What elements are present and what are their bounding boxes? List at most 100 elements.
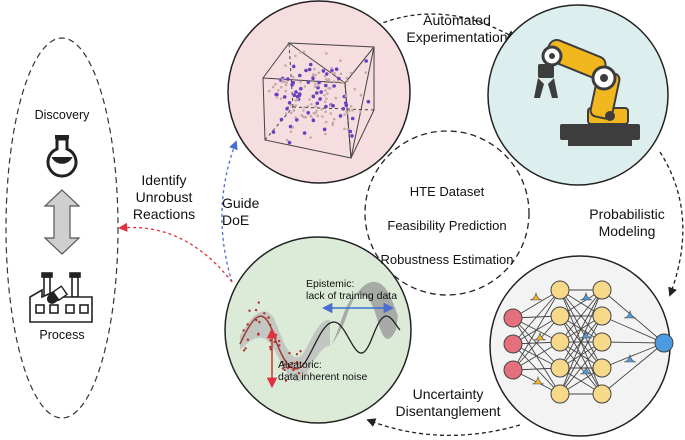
noise-point: [295, 353, 299, 356]
sample-point: [288, 124, 293, 129]
sample-point: [324, 89, 327, 92]
noise-point: [290, 366, 293, 369]
sample-point: [348, 129, 353, 134]
sample-point: [314, 111, 317, 115]
sample-point: [291, 75, 295, 79]
weight-distribution-glyph: [579, 329, 593, 339]
sample-point: [279, 117, 284, 122]
sample-point: [323, 74, 327, 78]
sample-point: [346, 128, 350, 131]
network-edge: [512, 315, 561, 371]
sample-point: [282, 95, 287, 99]
network-edge: [559, 289, 603, 395]
sample-point: [285, 138, 289, 142]
sample-point: [336, 80, 340, 83]
weight-distribution-glyph: [533, 331, 547, 341]
sample-point: [303, 106, 306, 109]
noise-point: [257, 333, 260, 336]
epistemic-line-1: Epistemic:: [306, 278, 355, 290]
uncertainty-disentanglement-label: Uncertainty Disentanglement: [388, 386, 508, 420]
sample-point: [344, 94, 348, 98]
sample-point: [315, 91, 319, 95]
aleatoric-line-1: Aleatoric:: [278, 359, 322, 371]
hidden-node: [550, 384, 570, 404]
sample-point: [289, 130, 293, 133]
aleatoric-line-2: data inherent noise: [278, 371, 368, 384]
sample-point: [359, 110, 362, 113]
hidden-node: [550, 358, 570, 378]
sample-point: [350, 134, 354, 138]
sample-point: [325, 52, 328, 55]
noise-point: [278, 339, 281, 343]
sample-point: [323, 100, 327, 104]
sample-point: [324, 83, 328, 88]
sample-point: [303, 85, 307, 88]
sample-point: [329, 86, 332, 90]
noise-point: [246, 338, 250, 341]
sample-point: [287, 140, 292, 145]
noise-point: [281, 367, 284, 370]
sample-point: [311, 94, 316, 99]
hidden-node: [592, 306, 612, 326]
sample-point: [302, 131, 307, 135]
design-cube: [262, 42, 375, 159]
sample-point: [297, 93, 302, 97]
sample-point: [344, 103, 349, 107]
sample-point: [345, 76, 349, 80]
network-edge: [559, 341, 603, 395]
sample-point: [304, 68, 308, 73]
sample-point: [284, 112, 288, 115]
sample-point: [331, 123, 335, 127]
noise-point: [281, 360, 284, 364]
sample-point: [330, 71, 334, 75]
sample-point: [312, 73, 315, 76]
sample-point: [294, 104, 298, 107]
network-edge: [559, 315, 603, 395]
sample-point: [311, 118, 316, 123]
aleatoric-label: Aleatoric: data inherent noise: [278, 359, 378, 383]
noise-point: [242, 329, 245, 332]
sample-point: [364, 71, 368, 74]
sample-point: [299, 86, 303, 91]
sample-point: [284, 89, 288, 93]
center-circle: [364, 130, 530, 296]
sample-point: [348, 109, 351, 112]
process-label: Process: [39, 328, 85, 342]
network-edge: [559, 289, 603, 343]
noise-point: [286, 366, 290, 370]
sample-point: [353, 87, 357, 91]
noise-point: [257, 301, 260, 304]
sample-point: [281, 78, 284, 81]
sample-point: [317, 80, 321, 85]
noise-point: [267, 316, 270, 319]
input-node: [503, 334, 523, 354]
design-space-circle: [227, 0, 411, 184]
uncertainty-line-1: Uncertainty: [412, 386, 484, 402]
sample-point: [313, 67, 316, 71]
sample-point: [313, 82, 317, 86]
sample-point: [313, 85, 317, 89]
sample-point: [331, 121, 335, 125]
sample-point: [331, 104, 335, 108]
sample-point: [299, 50, 302, 54]
sample-point: [332, 117, 336, 121]
uncertainty-line-2: Disentanglement: [395, 402, 501, 419]
noise-point: [291, 361, 294, 365]
noise-point: [283, 363, 286, 366]
sample-point: [283, 80, 286, 83]
sample-point: [324, 104, 328, 109]
sample-point: [276, 88, 280, 92]
sample-point: [290, 104, 293, 107]
robustness-estimation-label: Robustness Estimation: [380, 252, 514, 267]
factory-icon: [29, 272, 93, 323]
sample-point: [310, 102, 313, 106]
network-edge: [601, 342, 665, 395]
sample-point: [306, 104, 310, 108]
sample-point: [285, 106, 289, 111]
sample-point: [323, 94, 326, 97]
feasibility-prediction-label: Feasibility Prediction: [387, 218, 507, 233]
sample-point: [309, 136, 312, 139]
sample-point: [300, 114, 304, 117]
sample-point: [292, 93, 297, 98]
